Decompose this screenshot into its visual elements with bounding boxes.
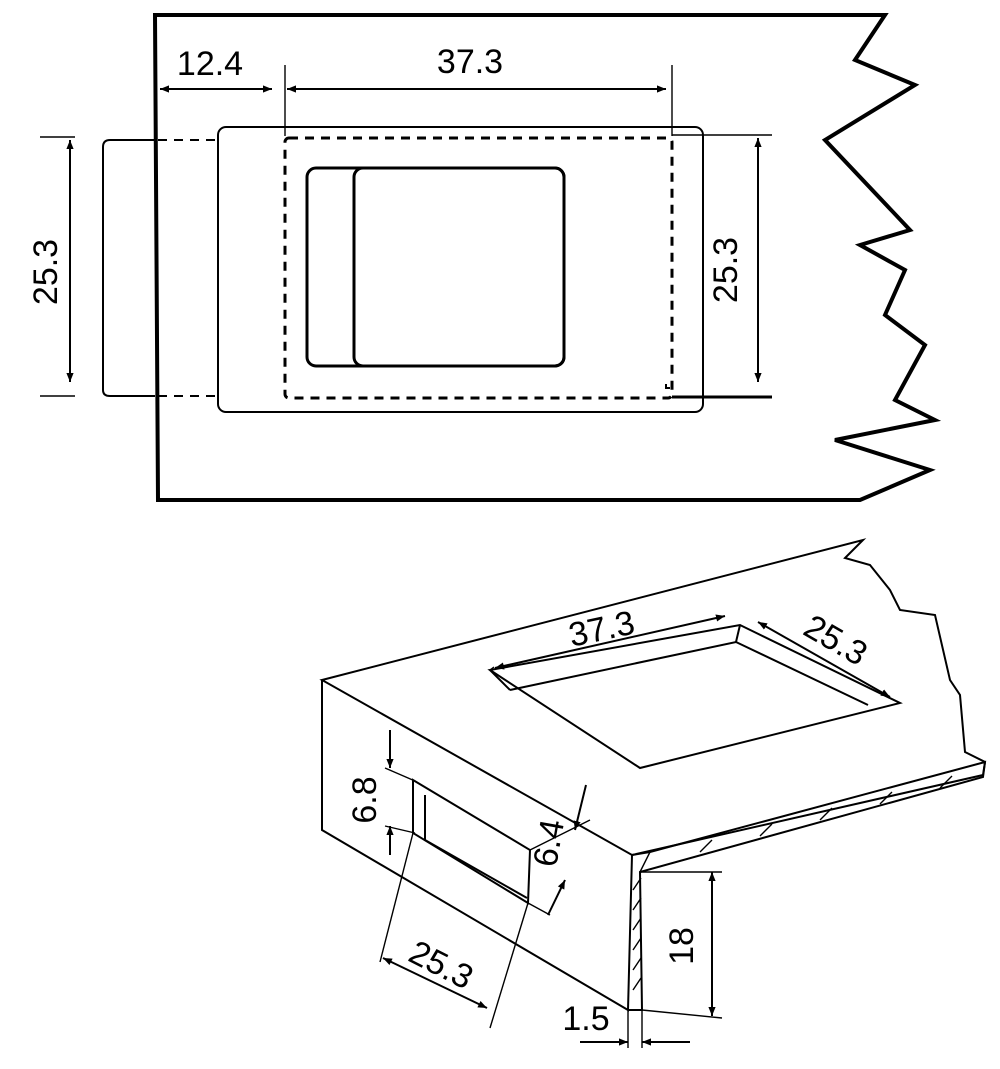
iso-ext-37-left — [489, 666, 495, 671]
dim-text-opening-height-left: 25.3 — [27, 239, 65, 305]
iso-dim-text-thickness: 1.5 — [562, 1000, 609, 1038]
iso-dim-text-top-length: 37.3 — [565, 604, 638, 655]
plate-outline — [152, 13, 942, 502]
iso-ext-64-b — [527, 902, 551, 916]
iso-left-face — [321, 680, 633, 1012]
dim-text-opening-height-right: 25.3 — [707, 237, 745, 303]
iso-top-opening-edge2 — [735, 624, 741, 643]
iso-dim-line-slot-length — [382, 957, 488, 1009]
iso-side-slot-inner — [424, 795, 528, 899]
iso-dim-text-slot-height: 6.8 — [346, 776, 384, 823]
iso-dim-text-top-width: 25.3 — [797, 607, 873, 673]
hidden-opening-corner-mark — [665, 384, 670, 389]
iso-dim-line-top-length — [494, 614, 726, 670]
iso-flange-inner — [639, 851, 651, 873]
iso-ext-253-left — [379, 832, 414, 963]
hidden-opening — [283, 136, 674, 400]
iso-flange-hatch — [632, 775, 953, 991]
iso-side-slot — [412, 778, 532, 905]
iso-dim-line-slot-depth-a — [573, 784, 587, 831]
iso-ext-18-bottom — [641, 1009, 723, 1019]
switch-bezel — [217, 126, 704, 413]
iso-flange — [628, 760, 987, 1011]
iso-dim-text-slot-length: 25.3 — [403, 933, 479, 997]
iso-top-opening-edge — [489, 669, 511, 691]
iso-view: 37.3 25.3 6.8 6.4 25.3 18 1.5 — [319, 538, 987, 1048]
switch-left-protrusion — [102, 139, 155, 397]
iso-dim-line-slot-depth-b — [547, 879, 566, 916]
top-view: 12.4 37.3 25.3 25.3 — [27, 13, 942, 502]
iso-ext-slot-top — [384, 767, 416, 782]
rocker-switch-outer — [305, 166, 566, 368]
iso-dim-line-top-width — [757, 621, 891, 698]
iso-dim-text-slot-depth: 6.4 — [526, 817, 572, 870]
rocker-switch-button — [352, 166, 566, 368]
dim-text-opening-width: 37.3 — [437, 43, 503, 81]
iso-dim-text-flange-height: 18 — [663, 927, 701, 965]
dim-text-offset-left: 12.4 — [177, 45, 243, 83]
iso-ext-253-right — [489, 902, 529, 1029]
iso-top-face — [319, 538, 987, 857]
